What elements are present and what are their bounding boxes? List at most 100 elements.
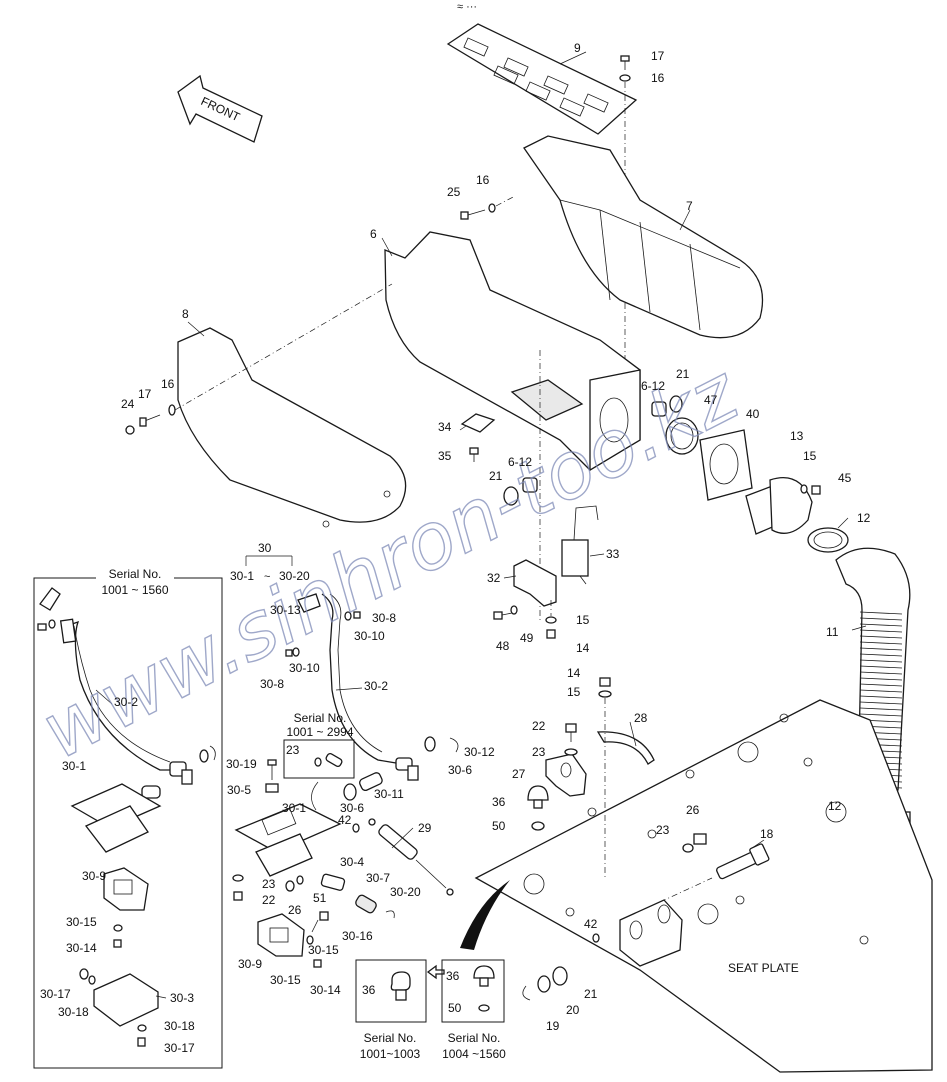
washer-23-right	[564, 748, 578, 756]
hose-rib	[859, 701, 903, 705]
clip-19	[522, 985, 531, 1001]
callout-14-mid: 14	[576, 641, 590, 655]
callout-30-8-lower: 30-8	[260, 677, 284, 691]
flexible-hose-11	[835, 547, 911, 791]
bolt-30-8-lower	[285, 647, 300, 657]
callout-7: 7	[686, 199, 693, 213]
bolt-30-8-upper	[344, 611, 361, 621]
callout-30-18-low: 30-18	[164, 1019, 195, 1033]
serial-box-bottom-b-range: 1004 ~1560	[442, 1047, 506, 1061]
callout-17-top: 17	[651, 49, 665, 63]
bushing-30-11	[359, 772, 383, 791]
serial-box-bottom-b-title: Serial No.	[448, 1031, 501, 1045]
serial-box-mid-range: 1001 ~ 2994	[286, 725, 353, 739]
callout-48: 48	[496, 639, 510, 653]
bushing-6-12-lower	[503, 477, 538, 506]
part-6-main-frame	[384, 231, 641, 620]
hose-rib	[859, 653, 903, 657]
serial-box-bottom-a-range: 1001~1003	[360, 1047, 421, 1061]
nut-50	[531, 821, 545, 831]
callout-51: 51	[313, 891, 327, 905]
callout-9: 9	[574, 41, 581, 55]
serial-panel-left-title: Serial No.	[109, 567, 162, 581]
callout-30-8-upper: 30-8	[372, 611, 396, 625]
callout-30-7: 30-7	[366, 871, 390, 885]
serial-box-bottom-a-title: Serial No.	[364, 1031, 417, 1045]
serial-box-arrow	[426, 964, 445, 980]
serial-box-mid-title: Serial No.	[294, 711, 347, 725]
callout-30-20-head: 30-20	[279, 569, 310, 583]
callout-45: 45	[838, 471, 852, 485]
bolt-25	[460, 195, 516, 220]
callout-30-9-mid: 30-9	[238, 957, 262, 971]
serial-box-mid: Serial No. 1001 ~ 2994	[283, 711, 355, 779]
cable-30-2-mid	[297, 593, 459, 781]
callout-35: 35	[438, 449, 452, 463]
callout-16-mid: 16	[476, 173, 490, 187]
bolt-30-14-mid	[313, 959, 322, 968]
callout-25: 25	[447, 185, 461, 199]
callout-30-1-mid: 30-1	[282, 801, 306, 815]
bolt-22-mid	[233, 891, 243, 901]
callout-30-2-left: 30-2	[114, 695, 138, 709]
hose-rib	[859, 671, 903, 675]
washer-15-right	[598, 690, 612, 880]
callout-16-top: 16	[651, 71, 665, 85]
hose-rib	[859, 623, 903, 627]
spring-30-7	[355, 894, 377, 914]
callout-8: 8	[182, 307, 189, 321]
washer-21-right	[552, 966, 568, 986]
callout-36-box-b: 36	[446, 969, 460, 983]
callout-30-14-mid: 30-14	[310, 983, 341, 997]
callout-30-6-right: 30-6	[448, 763, 472, 777]
nut-26-mid	[285, 880, 295, 892]
callout-22-right: 22	[532, 719, 546, 733]
seat-plate-label: SEAT PLATE	[728, 961, 799, 975]
bolt-14-right	[599, 677, 611, 687]
curved-pointer	[460, 880, 510, 950]
callout-30-18-left: 30-18	[58, 1005, 89, 1019]
callout-30-11: 30-11	[374, 787, 404, 801]
serial-box-bottom-a: Serial No. 1001~1003	[355, 959, 427, 1061]
leader-lines	[95, 51, 867, 999]
hose-rib	[859, 659, 903, 663]
bracket-34	[460, 413, 496, 462]
relay-33	[561, 505, 599, 585]
callout-24: 24	[121, 397, 135, 411]
callout-23-pin: 23	[656, 823, 670, 837]
callout-30-9-left: 30-9	[82, 869, 106, 883]
control-bracket-30-1-mid	[234, 803, 342, 877]
callout-30-15-left: 30-15	[66, 915, 97, 929]
washer-23-mid	[232, 874, 244, 882]
callout-30-10-upper: 30-10	[354, 629, 385, 643]
hose-rib	[859, 647, 903, 651]
callout-30-15-mid: 30-15	[308, 943, 339, 957]
callout-32: 32	[487, 571, 501, 585]
callout-27: 27	[512, 767, 526, 781]
bushing-51	[296, 875, 304, 885]
nut-26-right	[693, 833, 707, 845]
callout-11: 11	[826, 625, 839, 639]
adapter-plate-40	[699, 429, 753, 501]
callout-16-left: 16	[161, 377, 175, 391]
hinge-bracket-27	[545, 753, 587, 797]
washer-20	[537, 975, 551, 993]
hose-rib	[859, 665, 903, 669]
callout-6-12-top: 6-12	[641, 379, 665, 393]
pin-18	[659, 843, 770, 903]
callout-30-14-left: 30-14	[66, 941, 97, 955]
group-30-bracket	[245, 555, 293, 566]
group-30-tilde: ~	[264, 571, 270, 583]
bolt-30-19	[265, 759, 279, 793]
part-8-left-cover	[177, 327, 407, 528]
callouts: 9 17 16 16 25 7 6 8 24 17 16 34 35 21 6-…	[40, 41, 871, 1055]
clip-30-20	[385, 910, 395, 919]
callout-19: 19	[546, 1019, 560, 1033]
hose-rib	[859, 629, 903, 633]
serial-box-bottom-b: Serial No. 1004 ~1560	[441, 959, 506, 1061]
callout-15-right: 15	[803, 449, 817, 463]
callout-50-box-b: 50	[448, 1001, 462, 1015]
callout-23-right: 23	[532, 745, 546, 759]
callout-6-12-low: 6-12	[508, 455, 532, 469]
hose-rib	[859, 695, 903, 699]
